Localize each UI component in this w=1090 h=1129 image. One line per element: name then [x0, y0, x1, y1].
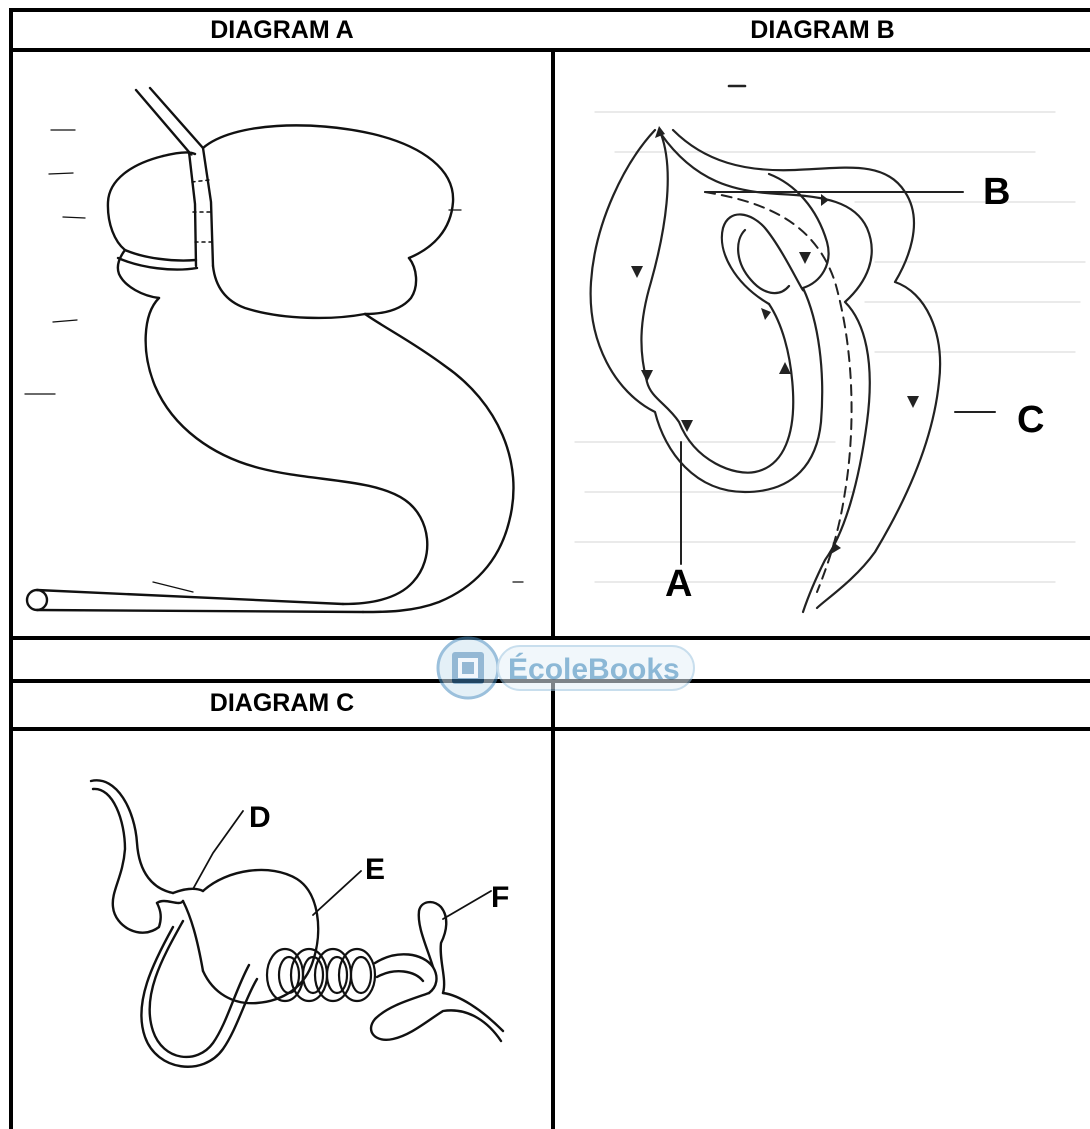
diagram-c-cell: D E F — [13, 731, 551, 1129]
diagram-a-drawing — [13, 52, 551, 636]
watermark-text: ÉcoleBooks — [508, 652, 680, 686]
diagram-c-drawing: D E F — [13, 731, 551, 1129]
label-a: A — [665, 563, 692, 605]
diagram-a-header: DIAGRAM A — [13, 10, 551, 50]
diagram-a-cell — [13, 52, 551, 636]
label-b: B — [983, 171, 1010, 213]
diagram-b-drawing: B C A — [555, 52, 1090, 636]
diagram-b-cell: B C A — [555, 52, 1090, 636]
label-c: C — [1017, 399, 1044, 441]
label-e: E — [365, 853, 385, 886]
diagram-b-header: DIAGRAM B — [555, 10, 1090, 50]
ecolebooks-logo: ÉcoleBooks — [428, 632, 698, 702]
table-divider-row3 — [551, 679, 555, 1129]
ecolebooks-watermark: ÉcoleBooks — [428, 632, 698, 702]
label-d: D — [249, 801, 271, 834]
label-f: F — [491, 881, 509, 914]
